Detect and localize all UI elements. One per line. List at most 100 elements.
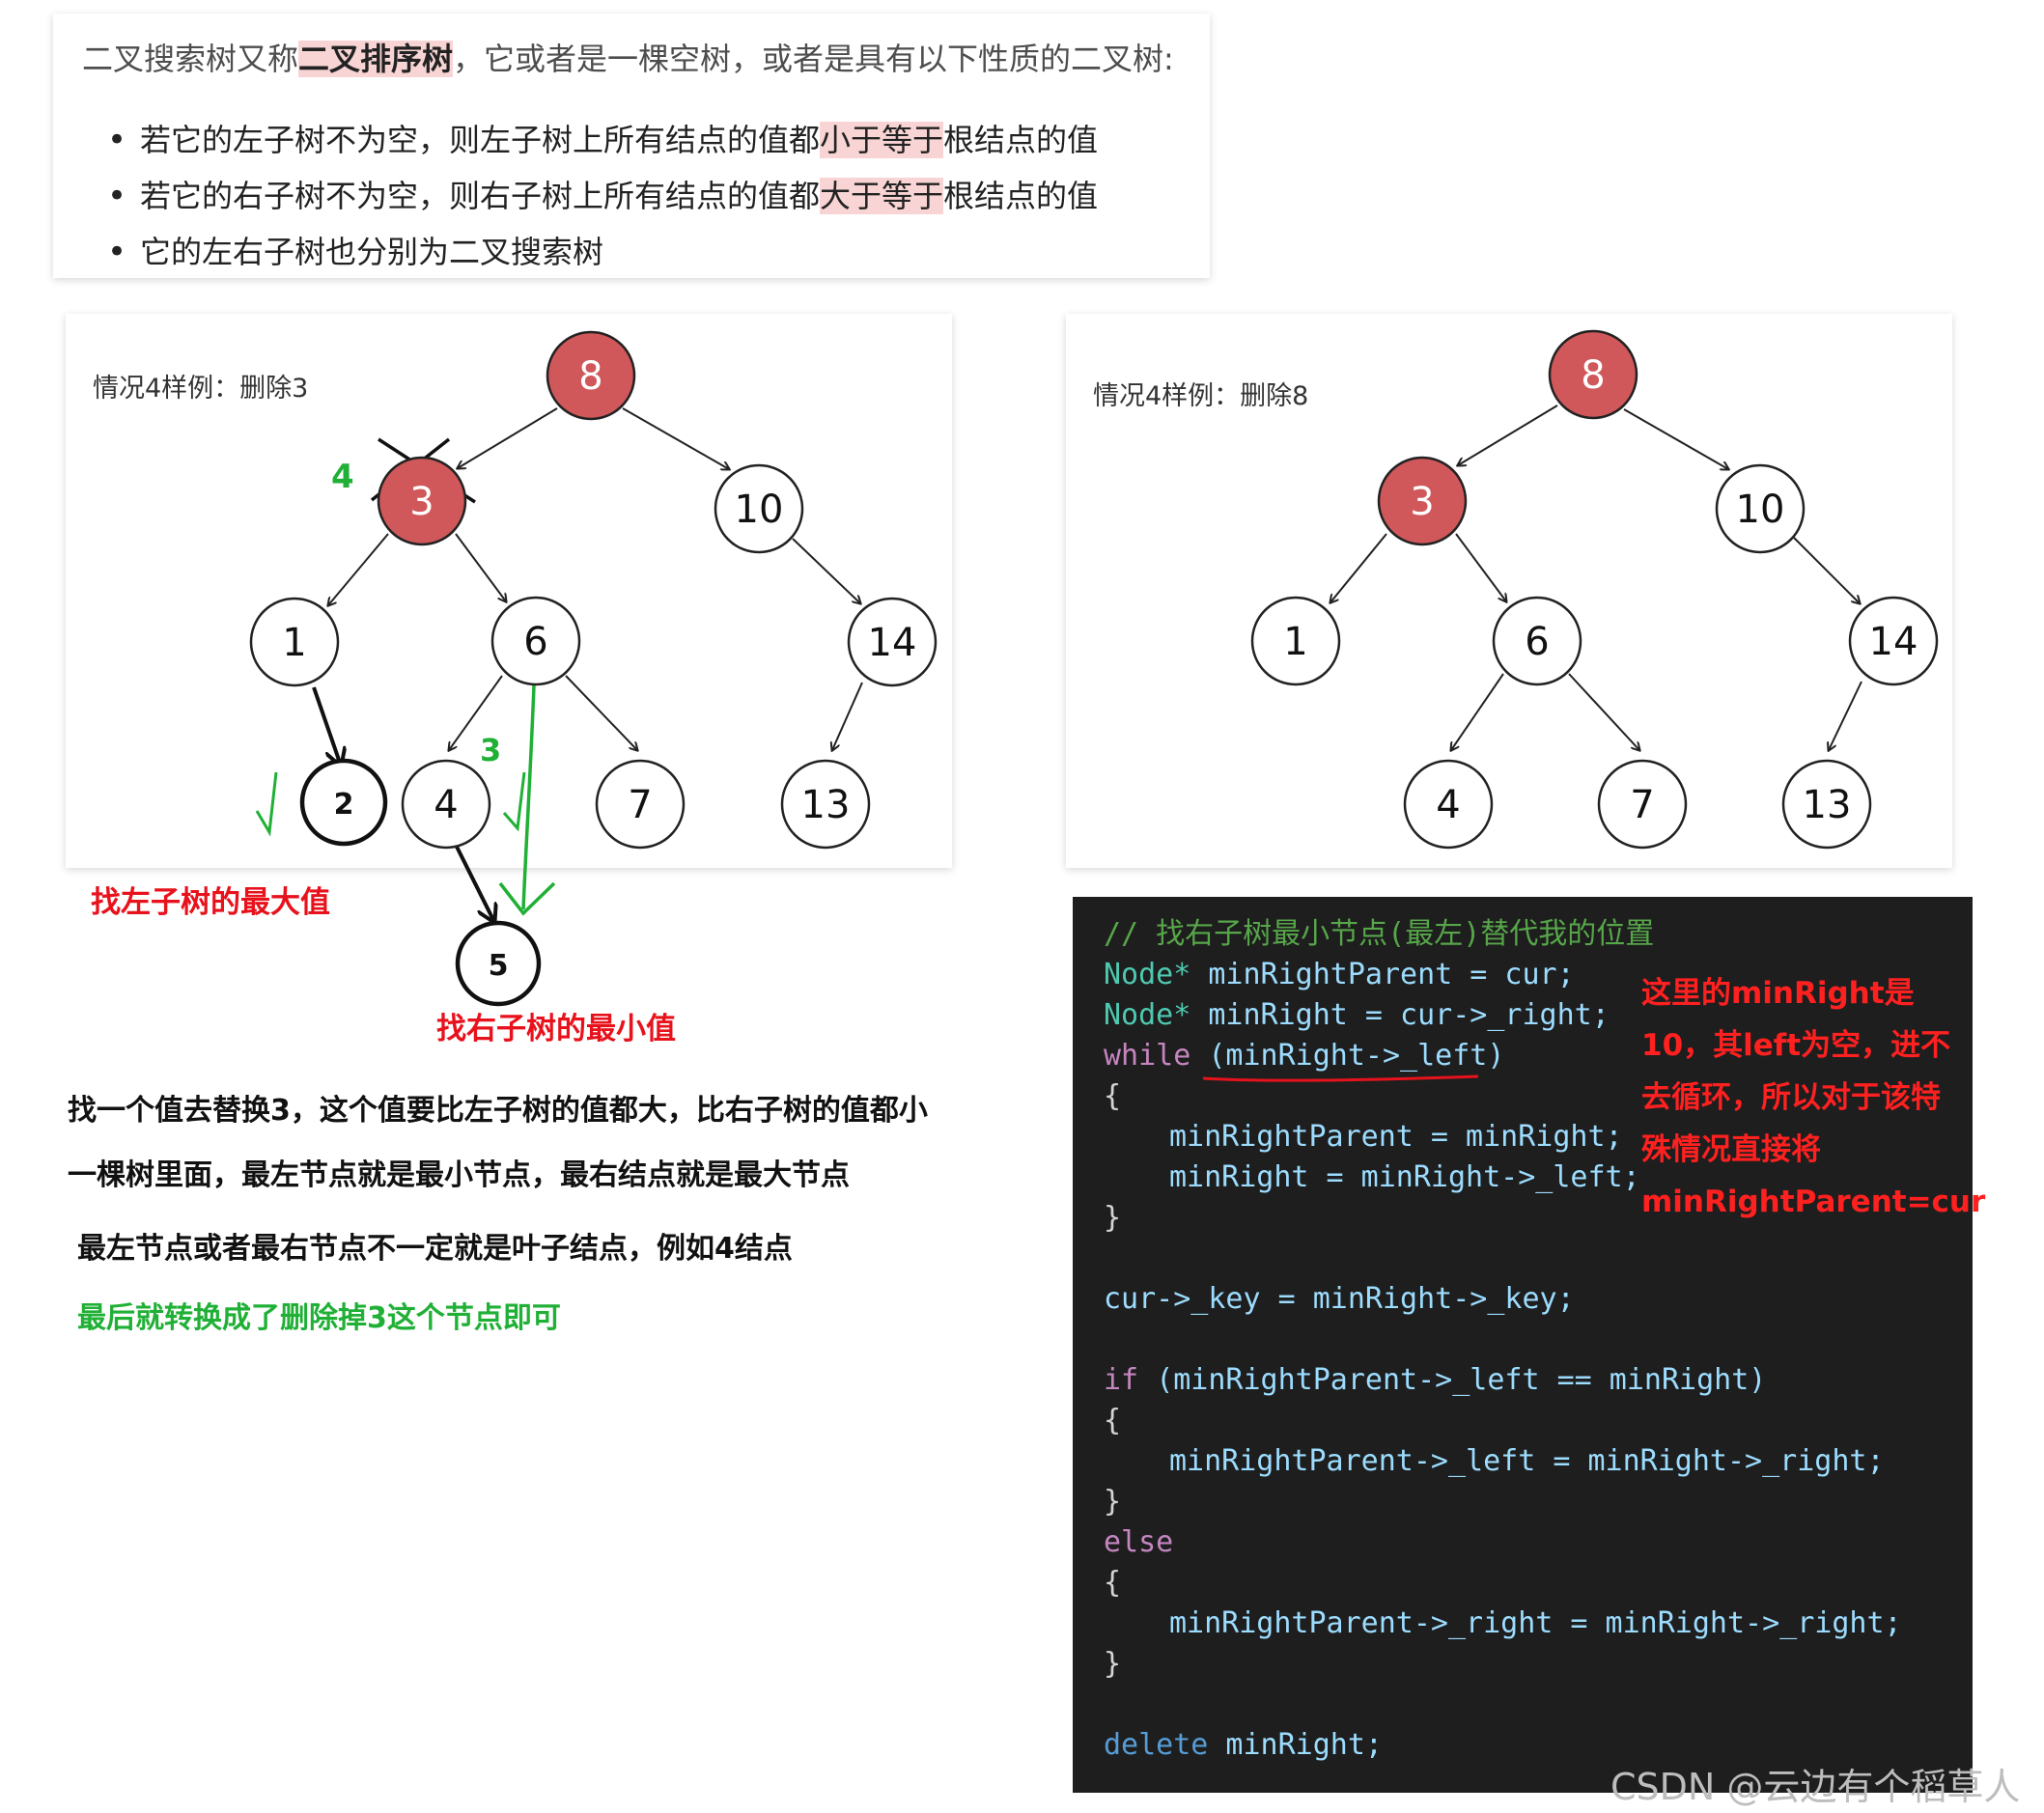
code-line: minRightParent = minRight; bbox=[1169, 1120, 1623, 1154]
find-left-max-label: 找左子树的最大值 bbox=[91, 885, 330, 920]
code-line: delete minRight; bbox=[1104, 1728, 1383, 1762]
edge-3-6 bbox=[455, 533, 506, 601]
code-line: if (minRightParent->_left == minRight) bbox=[1104, 1363, 1767, 1397]
tree-node: 7 bbox=[1597, 759, 1688, 850]
code-line: minRight = minRight->_left; bbox=[1169, 1160, 1640, 1194]
mark-step: 3 bbox=[480, 732, 501, 768]
find-right-min-label: 找右子树的最小值 bbox=[436, 1012, 676, 1046]
edge-6-7 bbox=[565, 675, 637, 750]
code-block: // 找右子树最小节点(最左)替代我的位置 Node* minRightPare… bbox=[1104, 914, 1902, 1766]
tree-node: 6 bbox=[490, 596, 581, 686]
tree-node: 10 bbox=[714, 463, 804, 554]
tree-node: 4 bbox=[401, 759, 491, 850]
while-condition: (minRight->_left) bbox=[1208, 1039, 1505, 1073]
edge-10-14 bbox=[792, 538, 860, 603]
svg-text:2: 2 bbox=[334, 788, 354, 822]
arrow-1-to-2 bbox=[312, 686, 341, 766]
tree-node: 13 bbox=[780, 759, 871, 850]
tree2-label: 情况4样例：删除8 bbox=[1093, 381, 1309, 411]
tree1-nodes: 8 3 10 1 6 14 2 4 7 13 5 bbox=[249, 330, 938, 1007]
explanation-line-4: 最后就转换成了删除掉3这个节点即可 bbox=[77, 1301, 561, 1335]
tree1-label: 情况4样例：删除3 bbox=[93, 374, 309, 404]
svg-text:14: 14 bbox=[1869, 620, 1918, 664]
svg-text:14: 14 bbox=[868, 621, 917, 665]
edge-3-1 bbox=[1330, 533, 1387, 602]
svg-text:3: 3 bbox=[409, 480, 434, 524]
edge-6-4 bbox=[449, 675, 503, 750]
code-line: cur->_key = minRight->_key; bbox=[1104, 1282, 1575, 1316]
code-underline bbox=[1202, 1074, 1479, 1082]
list-item: 若它的右子树不为空，则右子树上所有结点的值都大于等于根结点的值 bbox=[107, 168, 1098, 224]
svg-text:6: 6 bbox=[1525, 620, 1549, 664]
code-line: { bbox=[1104, 1566, 1122, 1600]
code-line: minRightParent->_left = minRight->_right… bbox=[1169, 1444, 1885, 1478]
svg-text:1: 1 bbox=[1283, 620, 1307, 664]
svg-text:4: 4 bbox=[434, 783, 458, 827]
tree-node: 8 bbox=[546, 330, 636, 421]
code-line: Node* minRightParent = cur; bbox=[1104, 958, 1575, 991]
edge-8-10 bbox=[622, 407, 729, 469]
definition-intro: 二叉搜索树又称二叉排序树，它或者是一棵空树，或者是具有以下性质的二叉树: bbox=[82, 41, 1174, 77]
svg-text:10: 10 bbox=[735, 488, 784, 532]
edge-6-4 bbox=[1451, 673, 1504, 750]
tree-node: 1 bbox=[1250, 596, 1341, 686]
svg-text:6: 6 bbox=[523, 620, 547, 664]
edge-14-13 bbox=[832, 682, 863, 750]
edge-8-3 bbox=[1458, 404, 1558, 465]
tree-node: 7 bbox=[595, 759, 686, 850]
edge-10-14 bbox=[1793, 537, 1860, 603]
tree-node: 10 bbox=[1715, 463, 1806, 554]
code-panel: // 找右子树最小节点(最左)替代我的位置 Node* minRightPare… bbox=[1073, 897, 1973, 1793]
tree1-marks: 4 3 bbox=[331, 458, 501, 768]
tree-node: 5 bbox=[455, 920, 542, 1007]
green-check-2 bbox=[255, 771, 278, 837]
green-arrow-6-to-5 bbox=[521, 684, 536, 910]
green-check-4 bbox=[502, 771, 526, 832]
watermark: CSDN @云边有个稻草人 bbox=[1610, 1766, 2021, 1808]
svg-text:10: 10 bbox=[1736, 488, 1785, 532]
svg-text:5: 5 bbox=[489, 949, 509, 983]
code-comment: // 找右子树最小节点(最左)替代我的位置 bbox=[1104, 917, 1655, 951]
code-line: while (minRight->_left) bbox=[1104, 1039, 1505, 1073]
svg-text:4: 4 bbox=[1436, 783, 1460, 827]
code-line: } bbox=[1104, 1647, 1122, 1681]
tree-node: 3 bbox=[377, 456, 467, 546]
tree-node: 2 bbox=[299, 758, 388, 847]
tree-node: 1 bbox=[249, 597, 340, 687]
code-line: } bbox=[1104, 1485, 1122, 1519]
code-line: else bbox=[1104, 1525, 1174, 1559]
svg-text:7: 7 bbox=[1630, 783, 1654, 827]
mark-replace-value: 4 bbox=[331, 458, 354, 496]
definition-card: 二叉搜索树又称二叉排序树，它或者是一棵空树，或者是具有以下性质的二叉树: 若它的… bbox=[53, 14, 1210, 280]
edge-6-7 bbox=[1568, 673, 1639, 750]
tree1-edges bbox=[328, 407, 863, 750]
tree-node: 14 bbox=[847, 597, 938, 687]
definition-list: 若它的左子树不为空，则左子树上所有结点的值都小于等于根结点的值 若它的右子树不为… bbox=[107, 112, 1098, 280]
explanation-line-2: 一棵树里面，最左节点就是最小节点，最右结点就是最大节点 bbox=[68, 1158, 850, 1192]
tree2-nodes: 8 3 10 1 6 14 4 7 13 bbox=[1250, 329, 1939, 850]
tree-node: 8 bbox=[1548, 329, 1638, 420]
tree-node: 3 bbox=[1377, 456, 1468, 546]
tree2-edges bbox=[1330, 404, 1862, 750]
code-line: { bbox=[1104, 1404, 1122, 1437]
edge-3-6 bbox=[1455, 533, 1506, 601]
svg-text:1: 1 bbox=[282, 621, 306, 665]
svg-text:13: 13 bbox=[1803, 783, 1852, 827]
svg-text:3: 3 bbox=[1410, 480, 1434, 524]
code-side-note: 这里的minRight是 10，其left为空，进不 去循环，所以对于该特 殊情… bbox=[1641, 976, 1986, 1219]
edge-3-1 bbox=[328, 533, 389, 605]
code-line: minRightParent->_right = minRight->_righ… bbox=[1169, 1606, 1902, 1640]
explanation-line-1: 找一个值去替换3，这个值要比左子树的值都大，比右子树的值都小 bbox=[68, 1094, 928, 1128]
svg-text:7: 7 bbox=[628, 783, 652, 827]
list-item: 它的左右子树也分别为二叉搜索树 bbox=[107, 224, 1098, 280]
tree-node: 13 bbox=[1781, 759, 1872, 850]
arrow-4-to-5 bbox=[454, 844, 494, 922]
explanation-line-3: 最左节点或者最右节点不一定就是叶子结点，例如4结点 bbox=[77, 1232, 793, 1266]
edge-8-10 bbox=[1623, 408, 1728, 469]
svg-text:8: 8 bbox=[1581, 353, 1605, 398]
code-line: Node* minRight = cur->_right; bbox=[1104, 998, 1610, 1032]
code-line: { bbox=[1104, 1079, 1122, 1113]
definition-highlight: 二叉排序树 bbox=[298, 41, 454, 77]
code-line: } bbox=[1104, 1201, 1122, 1235]
